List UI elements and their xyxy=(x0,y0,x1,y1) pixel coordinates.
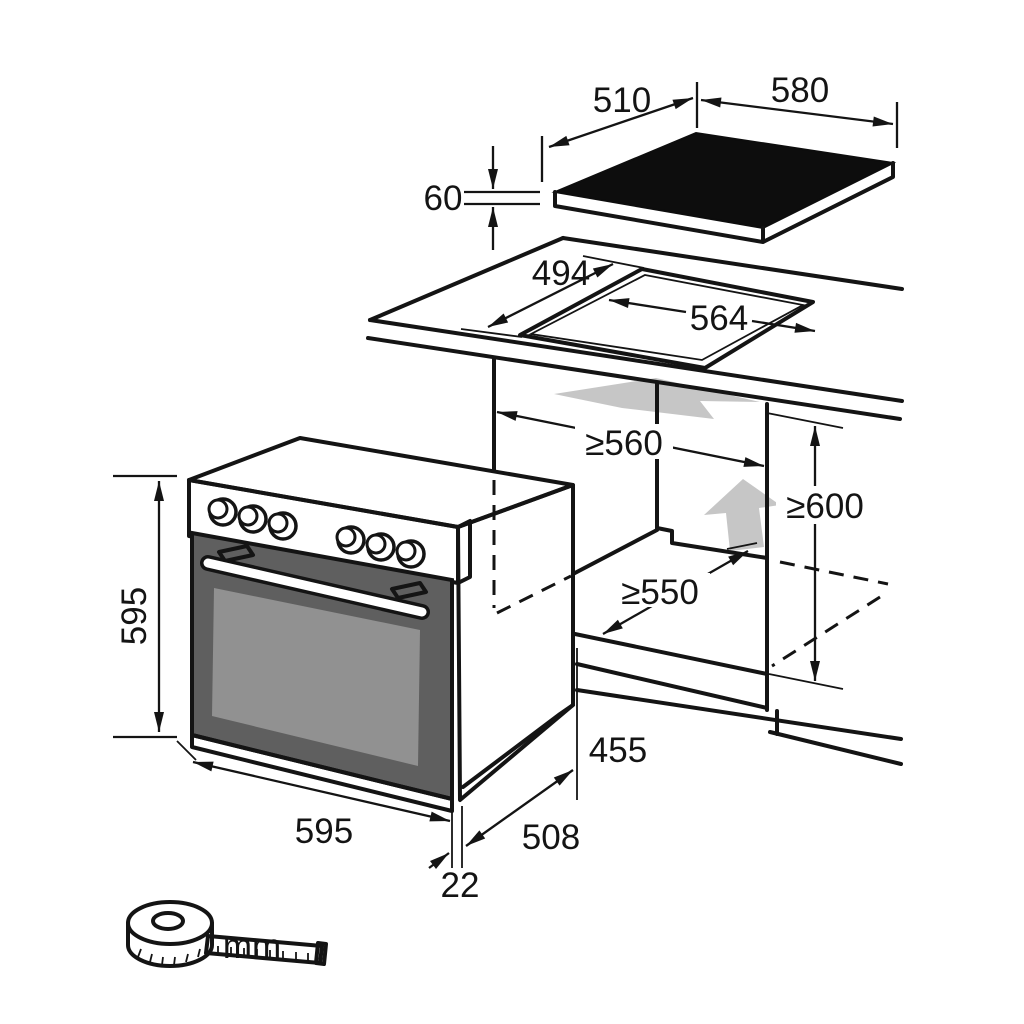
dim-hob-depth-label: 510 xyxy=(593,81,651,120)
oven-handle xyxy=(200,544,430,620)
dim-cutout-width-label: 564 xyxy=(690,299,748,338)
niche-dimensions: ≥560 ≥600 ≥550 xyxy=(496,410,874,690)
hob xyxy=(551,131,897,244)
lift-up-arrow-icon xyxy=(704,479,780,551)
control-panel xyxy=(187,478,460,585)
unit-legend: mm xyxy=(126,900,328,968)
knob-icon xyxy=(335,525,366,555)
hob-dimensions: 510 580 60 xyxy=(424,71,899,250)
knob-icon xyxy=(395,539,426,569)
knob-icon xyxy=(237,504,268,534)
dim-oven-height-label: 595 xyxy=(115,587,154,645)
dim-hob-height-label: 60 xyxy=(424,179,463,218)
oven-knobs xyxy=(207,497,426,569)
unit-label: mm xyxy=(223,927,281,966)
dim-cutout-depth-label: 494 xyxy=(532,254,590,293)
dim-body-depth-label: 508 xyxy=(522,818,580,857)
dim-door-protrusion-label: 22 xyxy=(441,866,480,905)
oven-door-window xyxy=(212,588,420,766)
oven xyxy=(187,436,575,813)
cutout-dimensions: 494 564 xyxy=(460,254,816,338)
oven-dimensions: 595 595 22 508 455 xyxy=(113,474,647,905)
dim-niche-height-label: ≥600 xyxy=(786,487,864,526)
cabinet-niche xyxy=(492,357,903,766)
dim-rear-height-label: 455 xyxy=(589,731,647,770)
measuring-tape-icon xyxy=(126,900,328,968)
dim-hob-width-label: 580 xyxy=(771,71,829,110)
insert-direction-arrows xyxy=(554,378,780,551)
dim-niche-width-label: ≥560 xyxy=(585,424,663,463)
knob-icon xyxy=(267,511,298,541)
knob-icon xyxy=(365,532,396,562)
dim-niche-depth-label: ≥550 xyxy=(621,573,699,612)
knob-icon xyxy=(207,497,238,527)
dim-oven-width-label: 595 xyxy=(295,812,353,851)
